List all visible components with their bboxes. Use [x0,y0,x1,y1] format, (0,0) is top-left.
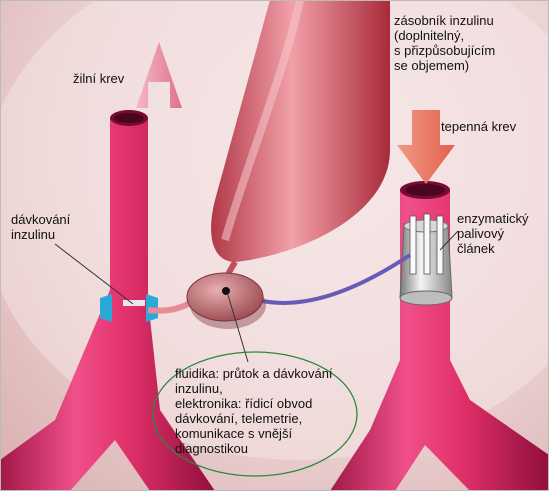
fuel-cell [400,214,452,305]
sensor-dot [222,287,230,295]
label-vein: žilní krev [73,71,124,86]
label-control-unit: fluidika: průtok a dávkování inzulinu, e… [175,366,375,456]
label-reservoir: zásobník inzulinu (doplnitelný, s přizpů… [394,13,544,73]
label-dosing: dávkování inzulinu [11,212,70,242]
label-artery: tepenná krev [441,119,516,134]
label-fuel-cell: enzymatický palivový článek [457,211,549,256]
